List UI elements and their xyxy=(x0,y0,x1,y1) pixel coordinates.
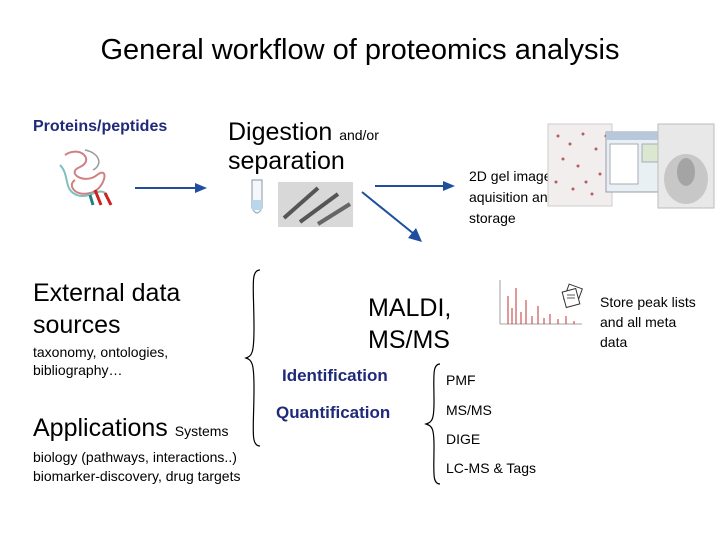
applications-text: Applications xyxy=(33,414,168,442)
arrow-to-maldi xyxy=(361,191,422,242)
method-lcms-tags: LC-MS & Tags xyxy=(446,460,536,476)
document-stack-icon xyxy=(561,283,583,309)
page-title: General workflow of proteomics analysis xyxy=(100,34,620,66)
store-peak-lists-label: Store peak lists and all meta data xyxy=(600,294,696,350)
protein-structure-icon xyxy=(59,149,113,206)
identification-label: Identification xyxy=(282,366,388,385)
chromatography-columns-icon xyxy=(278,182,353,227)
and-or-text: and/or xyxy=(339,127,379,143)
quantification-label: Quantification xyxy=(276,403,391,422)
maldi-msms-label: MALDI, MS/MS xyxy=(368,294,452,354)
gel-image-icon xyxy=(547,123,715,209)
gel-image-label: 2D gel image aquisition and storage xyxy=(469,168,556,226)
digestion-text: Digestion xyxy=(228,118,333,146)
proteins-peptides-label: Proteins/peptides xyxy=(33,118,168,135)
external-data-sources-heading: External data sources xyxy=(33,279,181,339)
method-msms: MS/MS xyxy=(446,402,492,418)
external-data-sources-detail: taxonomy, ontologies, bibliography… xyxy=(33,344,169,378)
method-pmf: PMF xyxy=(446,372,476,388)
systems-text: Systems xyxy=(174,423,229,439)
left-brace xyxy=(244,269,261,447)
digestion-separation-label: Digestion and/or separation xyxy=(228,118,379,176)
test-tube-icon xyxy=(251,179,263,214)
right-brace xyxy=(424,363,441,485)
arrow-to-gel xyxy=(375,181,455,191)
mass-spectrum-icon xyxy=(499,280,582,325)
separation-text: separation xyxy=(228,147,345,175)
method-dige: DIGE xyxy=(446,431,481,447)
applications-heading: Applications Systems xyxy=(33,414,228,443)
applications-detail: biology (pathways, interactions..) bioma… xyxy=(33,449,241,484)
arrow-to-digestion xyxy=(135,183,207,193)
